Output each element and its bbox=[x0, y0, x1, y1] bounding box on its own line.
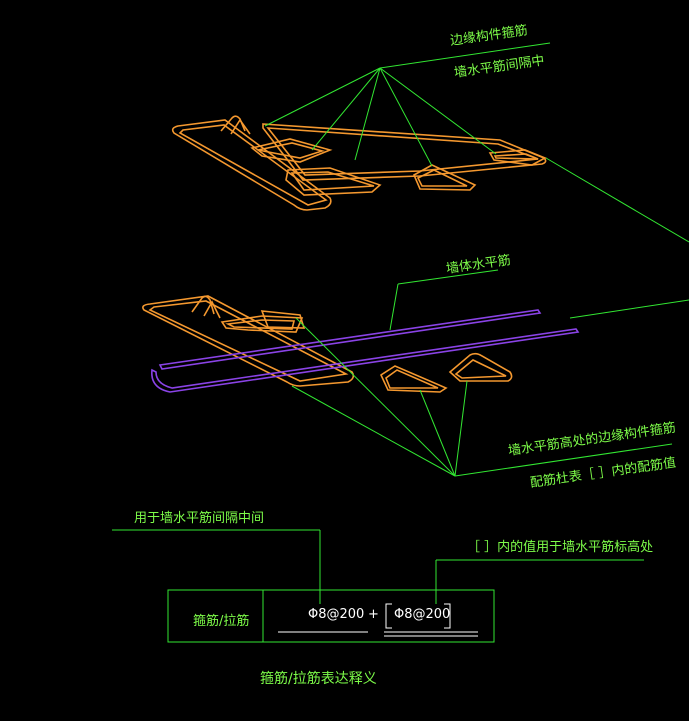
wall-horizontal-bars bbox=[151, 309, 580, 393]
table-plus-sign: + bbox=[368, 607, 379, 622]
table-value-bracket: Φ8@200 bbox=[394, 607, 451, 622]
label-bracket-used-for: ［ ］内的值用于墙水平筋标高处 bbox=[467, 540, 654, 555]
leader-lines bbox=[112, 42, 689, 604]
label-used-for-spacing: 用于墙水平筋间隔中间 bbox=[134, 511, 265, 526]
lower-stirrup-group bbox=[142, 295, 513, 393]
upper-stirrup-group bbox=[171, 115, 547, 211]
diagram-caption: 箍筋/拉筋表达释义 bbox=[260, 671, 377, 687]
notation-table bbox=[167, 589, 495, 643]
table-row-label: 箍筋/拉筋 bbox=[193, 614, 250, 629]
table-value-spacing: Φ8@200 bbox=[308, 607, 365, 622]
